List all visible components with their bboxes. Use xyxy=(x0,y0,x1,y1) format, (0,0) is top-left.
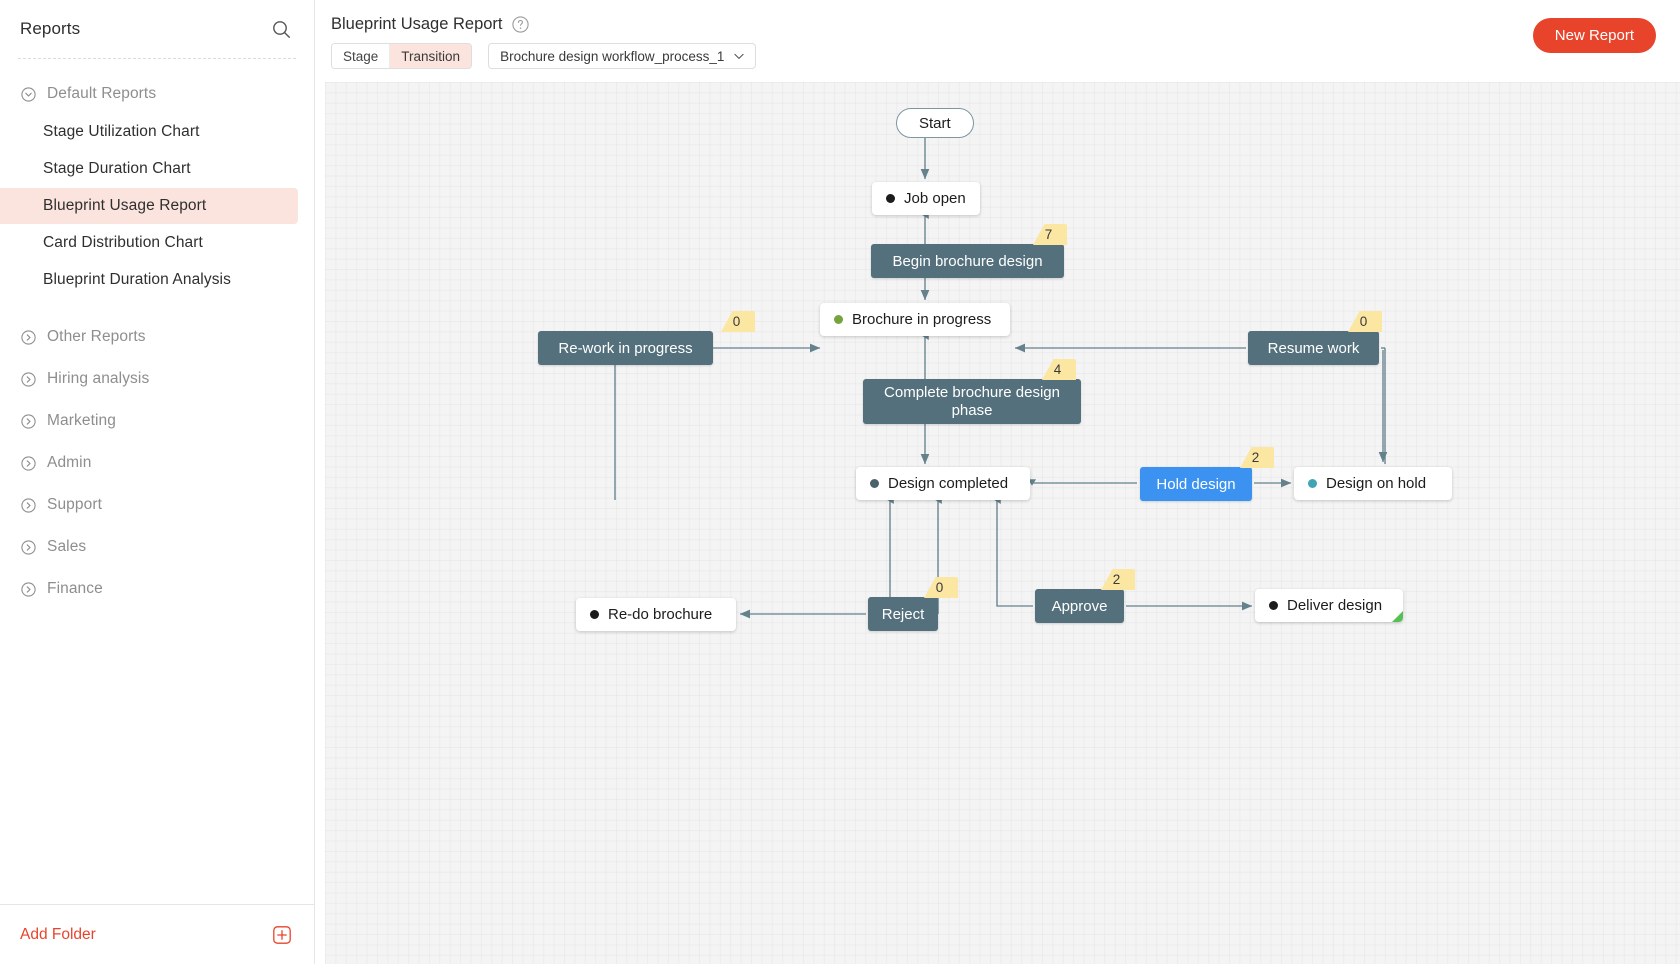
chevron-right-circle-icon xyxy=(21,371,36,387)
chevron-down-icon xyxy=(734,53,745,59)
sidebar-item-blueprint-duration-analysis[interactable]: Blueprint Duration Analysis xyxy=(43,271,231,288)
transition-label: Reject xyxy=(881,605,925,623)
sidebar-item-stage-utilization-chart[interactable]: Stage Utilization Chart xyxy=(43,123,200,140)
sidebar-group-sales[interactable]: Sales xyxy=(0,526,314,568)
transition-re-work-in-progress[interactable]: 0 Re-work in progress xyxy=(538,311,755,365)
state-label: Re-do brochure xyxy=(608,606,713,623)
sidebar-group-label: Hiring analysis xyxy=(47,370,150,387)
topbar: Blueprint Usage Report Stage Transition … xyxy=(315,0,1680,82)
transition-label: Resume work xyxy=(1267,339,1360,357)
transition-reject[interactable]: 0 Reject xyxy=(868,577,958,631)
sidebar-item-stage-duration-chart[interactable]: Stage Duration Chart xyxy=(43,160,191,177)
sidebar-group-label: Sales xyxy=(47,538,87,555)
state-dot xyxy=(870,479,879,488)
add-folder-button[interactable]: Add Folder xyxy=(20,925,96,943)
chevron-right-circle-icon xyxy=(21,497,36,513)
sidebar-group-label: Support xyxy=(47,496,102,513)
sidebar-group-label: Default Reports xyxy=(47,85,157,102)
sidebar-group-label: Marketing xyxy=(47,412,116,429)
blueprint-diagram-canvas[interactable]: Start Job open Brochure in progress Desi… xyxy=(325,82,1680,964)
sidebar-item-blueprint-usage-report[interactable]: Blueprint Usage Report xyxy=(0,188,298,224)
node-design-on-hold[interactable]: Design on hold xyxy=(1294,467,1452,500)
sidebar-group-label: Finance xyxy=(47,580,103,597)
sidebar-group-label: Admin xyxy=(47,454,92,471)
sidebar-group-label: Other Reports xyxy=(47,328,146,345)
state-dot xyxy=(1308,479,1317,488)
state-label: Design on hold xyxy=(1326,475,1427,492)
sidebar-group-support[interactable]: Support xyxy=(0,484,314,526)
state-label: Design completed xyxy=(888,475,1009,492)
node-brochure-in-progress[interactable]: Brochure in progress xyxy=(820,303,1010,336)
transition-resume-work[interactable]: 0 Resume work xyxy=(1248,311,1382,365)
view-mode-segmented-control[interactable]: Stage Transition xyxy=(331,43,473,69)
state-label: Brochure in progress xyxy=(852,311,992,328)
end-state-marker-icon xyxy=(1392,611,1403,622)
diagram-edges xyxy=(614,124,1388,631)
blueprint-select[interactable]: Brochure design workflow_process_1 xyxy=(488,43,757,69)
segment-stage[interactable]: Stage xyxy=(332,44,390,68)
sidebar-group-finance[interactable]: Finance xyxy=(0,568,314,610)
main-content: Blueprint Usage Report Stage Transition … xyxy=(315,0,1680,964)
transition-label: Begin brochure design xyxy=(892,252,1043,270)
sidebar-item-card-distribution-chart[interactable]: Card Distribution Chart xyxy=(43,234,203,251)
chevron-right-circle-icon xyxy=(21,581,36,597)
node-design-completed[interactable]: Design completed xyxy=(856,467,1030,500)
state-dot xyxy=(590,610,599,619)
state-dot xyxy=(886,194,895,203)
sidebar-group-admin[interactable]: Admin xyxy=(0,442,314,484)
transition-begin-brochure-design[interactable]: 7 Begin brochure design xyxy=(871,224,1067,278)
chevron-right-circle-icon xyxy=(21,329,36,345)
transition-label: Re-work in progress xyxy=(558,339,693,357)
sidebar-title: Reports xyxy=(20,19,81,38)
transition-label: Complete brochure design phase xyxy=(884,383,1060,419)
node-job-open[interactable]: Job open xyxy=(872,182,980,215)
node-deliver-design[interactable]: Deliver design xyxy=(1255,589,1403,622)
page-title: Blueprint Usage Report xyxy=(331,15,503,33)
search-icon[interactable] xyxy=(270,18,292,40)
sidebar-group-other-reports[interactable]: Other Reports xyxy=(0,316,314,358)
state-label: Job open xyxy=(904,190,966,207)
segment-transition[interactable]: Transition xyxy=(389,44,472,68)
state-label: Deliver design xyxy=(1287,597,1383,614)
state-dot xyxy=(1269,601,1278,610)
node-start[interactable]: Start xyxy=(896,108,974,138)
state-dot xyxy=(834,315,843,324)
transition-hold-design[interactable]: 2 Hold design xyxy=(1140,447,1274,501)
blueprint-select-value: Brochure design workflow_process_1 xyxy=(500,48,725,64)
chevron-right-circle-icon xyxy=(21,539,36,555)
sidebar-body: Default Reports Stage Utilization Chart … xyxy=(0,59,314,610)
plus-square-icon[interactable] xyxy=(273,925,291,944)
sidebar-other-groups: Other Reports Hiring analysis Marketing xyxy=(0,316,314,610)
chevron-right-circle-icon xyxy=(21,455,36,471)
chevron-down-circle-icon xyxy=(21,86,36,102)
new-report-button[interactable]: New Report xyxy=(1532,18,1656,53)
transition-label: Hold design xyxy=(1156,475,1236,493)
sidebar-group-default-reports[interactable]: Default Reports xyxy=(0,75,314,113)
sidebar: Reports Default Reports Stage Utili xyxy=(0,0,315,964)
help-circle-icon[interactable] xyxy=(511,16,529,33)
transition-label: Approve xyxy=(1051,597,1108,615)
node-re-do-brochure[interactable]: Re-do brochure xyxy=(576,598,736,631)
sidebar-header: Reports xyxy=(0,0,314,58)
transition-approve[interactable]: 2 Approve xyxy=(1035,569,1135,623)
sidebar-footer: Add Folder xyxy=(0,904,315,964)
sidebar-divider xyxy=(18,58,296,59)
sidebar-group-hiring-analysis[interactable]: Hiring analysis xyxy=(0,358,314,400)
page-title-row: Blueprint Usage Report xyxy=(315,0,1680,34)
chevron-right-circle-icon xyxy=(21,413,36,429)
start-node-label: Start xyxy=(896,108,974,138)
controls-row: Stage Transition Brochure design workflo… xyxy=(315,34,1680,69)
transition-complete-brochure-design-phase[interactable]: 4 Complete brochure design phase xyxy=(863,359,1081,424)
sidebar-group-marketing[interactable]: Marketing xyxy=(0,400,314,442)
